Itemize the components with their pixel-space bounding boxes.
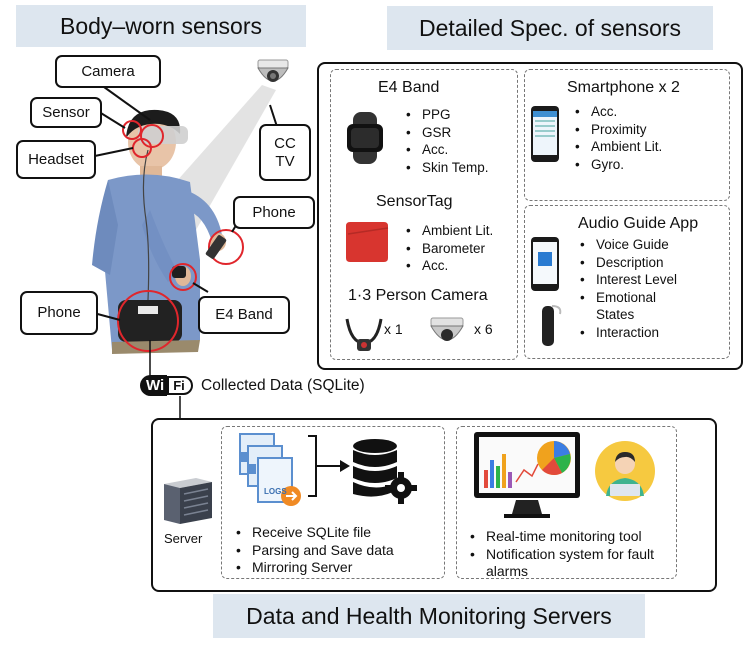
spec-smartphone-box <box>524 69 730 201</box>
sensortag-list: Ambient Lit. Barometer Acc. <box>404 222 493 275</box>
monitor-dashboard-icon <box>474 432 580 518</box>
processing-item: Mirroring Server <box>234 559 394 577</box>
e4-item: PPG <box>404 106 489 124</box>
arm-right <box>185 190 222 242</box>
cctv-dome-icon <box>257 59 289 82</box>
database-gear-icon <box>353 439 417 504</box>
callout-headset: Headset <box>16 140 96 179</box>
audio-guide-item: Emotional States <box>578 289 676 324</box>
server-label: Server <box>164 531 203 546</box>
audio-guide-item: Interaction <box>578 324 718 342</box>
sensortag-item: Acc. <box>404 257 493 275</box>
callout-phone-hand-text: Phone <box>252 203 296 221</box>
cctv-count: x 6 <box>474 321 493 337</box>
e4-list: PPG GSR Acc. Skin Temp. <box>404 106 489 176</box>
audio-guide-item: Description <box>578 254 718 272</box>
e4-item: Skin Temp. <box>404 159 489 177</box>
sensortag-icon <box>346 222 389 262</box>
spec-audio-box <box>524 205 730 359</box>
callout-headset-text: Headset <box>28 150 84 168</box>
cctv-small-icon <box>430 317 464 341</box>
audio-guide-item: Interest Level <box>578 271 718 289</box>
monitoring-list: Real-time monitoring tool Notification s… <box>468 528 673 581</box>
sensortag-item: Barometer <box>404 240 493 258</box>
audio-guide-item: Voice Guide <box>578 236 718 254</box>
callout-camera-text: Camera <box>81 62 135 80</box>
processing-box <box>221 426 445 579</box>
spec-title-text: Detailed Spec. of sensors <box>418 14 682 41</box>
callout-cctv-line2: TV <box>275 152 295 170</box>
e4-band-icon <box>347 112 383 164</box>
arm-left <box>142 210 178 282</box>
sensortag-item: Ambient Lit. <box>404 222 493 240</box>
spec-left-box <box>330 69 518 360</box>
logs-label: LOGS <box>264 487 287 496</box>
bluetooth-headset-icon <box>542 305 562 346</box>
callout-phone-waist: Phone <box>20 291 98 335</box>
neck-camera-icon <box>345 318 383 351</box>
e4-item: GSR <box>404 124 489 142</box>
callout-camera: Camera <box>55 55 161 88</box>
neck-camera-count: x 1 <box>384 321 403 337</box>
person-illustration <box>89 59 289 354</box>
wifi-logo: Wi Fi <box>140 375 193 396</box>
server-icon <box>164 478 212 524</box>
e4-wrist-band <box>172 266 186 278</box>
callout-sensor-text: Sensor <box>42 103 90 121</box>
operator-avatar-icon <box>595 441 655 501</box>
callout-sensor: Sensor <box>30 97 102 128</box>
smartphone-item: Gyro. <box>573 156 662 174</box>
smartphone-title: Smartphone x 2 <box>567 79 680 96</box>
processing-item: Receive SQLite file <box>234 524 394 542</box>
hair <box>126 109 181 138</box>
servers-title: Data and Health Monitoring Servers <box>213 594 645 638</box>
processing-item: Parsing and Save data <box>234 542 394 560</box>
callout-e4band-text: E4 Band <box>215 306 273 323</box>
smartphone-item: Ambient Lit. <box>573 138 662 156</box>
person-camera-title: 1·3 Person Camera <box>348 287 488 304</box>
body-worn-title: Body–worn sensors <box>16 5 306 47</box>
audio-guide-phone-icon <box>531 237 559 291</box>
e4-title: E4 Band <box>378 79 440 96</box>
callout-phone-waist-text: Phone <box>37 304 81 321</box>
processing-list: Receive SQLite file Parsing and Save dat… <box>234 524 394 577</box>
processing-arrow <box>308 435 350 497</box>
monitoring-item: Notification system for fault alarms <box>468 546 673 581</box>
wifi-logo-right: Fi <box>167 376 193 395</box>
wifi-logo-left: Wi <box>140 375 168 396</box>
spec-title: Detailed Spec. of sensors <box>387 6 713 50</box>
servers-title-text: Data and Health Monitoring Servers <box>246 602 612 629</box>
audio-guide-list: Voice Guide Description Interest Level E… <box>578 236 718 341</box>
callout-phone-hand: Phone <box>233 196 315 229</box>
callout-cctv-line1: CC <box>274 134 296 152</box>
monitoring-item: Real-time monitoring tool <box>468 528 673 546</box>
sensortag-title: SensorTag <box>376 193 453 210</box>
e4-item: Acc. <box>404 141 489 159</box>
smartphone-item: Proximity <box>573 121 662 139</box>
smartphone-item: Acc. <box>573 103 662 121</box>
waist-bag <box>118 300 182 342</box>
callout-cctv: CC TV <box>259 124 311 181</box>
callout-e4band: E4 Band <box>198 296 290 334</box>
log-files-icon <box>239 433 301 506</box>
collected-data-label: Collected Data (SQLite) <box>201 377 365 394</box>
audio-guide-title: Audio Guide App <box>578 215 699 232</box>
smartphone-list: Acc. Proximity Ambient Lit. Gyro. <box>573 103 662 173</box>
smartphone-icon <box>531 106 559 162</box>
body-worn-title-text: Body–worn sensors <box>60 12 262 39</box>
